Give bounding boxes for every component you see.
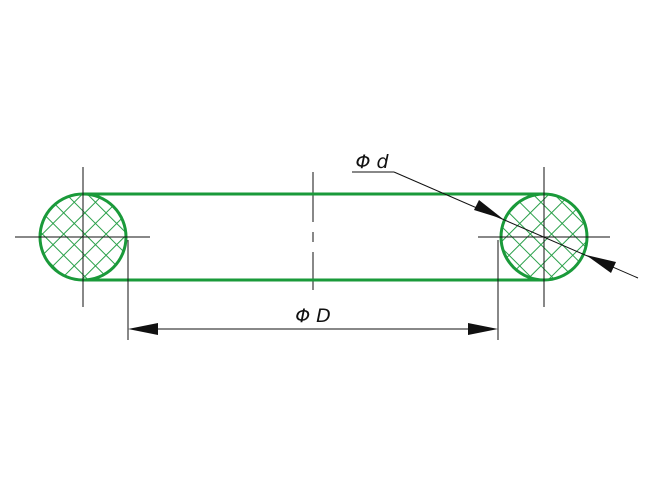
inner-diameter-dimension [127,240,499,340]
cross-section-arrow-inner [586,255,616,273]
cross-section-label: Φ d [355,151,389,173]
dimension-arrow-left [128,323,158,335]
cross-section-dimension [352,171,639,279]
cross-section-arrow-outer [474,200,503,219]
inner-diameter-label: Φ D [295,305,331,327]
dimension-arrow-right [468,323,498,335]
o-ring-outline [83,192,544,282]
